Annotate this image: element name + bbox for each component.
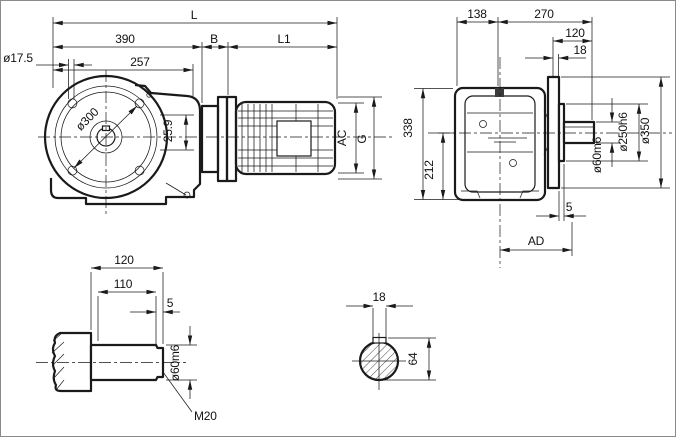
dim-thread-M20: M20 bbox=[194, 409, 217, 423]
housing-plug bbox=[479, 120, 487, 128]
dim-key-height-64: 64 bbox=[406, 352, 420, 365]
dim-25-9: 25.9 bbox=[161, 119, 175, 142]
dim-shaft-dia-side: ø60m6 bbox=[590, 136, 604, 173]
dim-390: 390 bbox=[115, 32, 135, 46]
shaft-detail-view: 120 110 5 ø60m6 M20 bbox=[36, 253, 217, 423]
bolt-hole bbox=[134, 165, 145, 176]
hub-body bbox=[51, 331, 93, 393]
dim-120-detail: 120 bbox=[114, 253, 134, 267]
dim-flange-dia: ø300 bbox=[73, 104, 102, 133]
dim-110: 110 bbox=[114, 277, 133, 291]
dim-spigot-dia: ø250h6 bbox=[616, 112, 630, 152]
dim-5-detail: 5 bbox=[167, 296, 174, 310]
dim-212: 212 bbox=[422, 160, 436, 180]
dim-257: 257 bbox=[130, 55, 150, 69]
dim-L: L bbox=[191, 8, 198, 22]
dim-18-side: 18 bbox=[574, 43, 587, 57]
thread-leader-line bbox=[162, 371, 193, 413]
dim-138: 138 bbox=[467, 7, 487, 21]
shaft-section-view: 18 64 bbox=[346, 290, 436, 390]
drain-plug bbox=[183, 191, 191, 199]
dim-120-side: 120 bbox=[565, 26, 585, 40]
dim-L1: L1 bbox=[278, 32, 291, 46]
dim-flange-dia-side: ø350 bbox=[638, 117, 652, 144]
break-hatching bbox=[51, 332, 65, 391]
front-view: L 390 B L1 257 ø17.5 ø300 25.9 AC G bbox=[3, 8, 392, 215]
housing-feet bbox=[461, 190, 539, 199]
dim-270: 270 bbox=[534, 7, 554, 21]
housing-rib-line bbox=[165, 182, 187, 196]
adapter-neck bbox=[200, 104, 220, 174]
dim-5-side: 5 bbox=[566, 200, 573, 214]
bolt-hole bbox=[67, 165, 78, 176]
motor-outline bbox=[234, 100, 337, 176]
key-section bbox=[372, 336, 387, 344]
housing-top-rib bbox=[495, 88, 504, 97]
bolt-hole bbox=[67, 98, 78, 109]
dim-G: G bbox=[355, 134, 369, 143]
dim-AC: AC bbox=[335, 129, 349, 146]
motor-terminal-box bbox=[276, 120, 312, 157]
motor-body bbox=[234, 100, 337, 176]
dim-AD: AD bbox=[528, 234, 545, 248]
dim-338: 338 bbox=[401, 118, 415, 138]
dim-bolt-hole-dia: ø17.5 bbox=[3, 51, 33, 65]
dim-key-width-18: 18 bbox=[373, 290, 386, 304]
output-flange bbox=[546, 75, 561, 190]
dim-B: B bbox=[210, 32, 218, 46]
gearbox-housing-outline bbox=[49, 83, 202, 206]
housing-plug bbox=[509, 159, 517, 167]
dim-shaft-dia-detail: ø60m6 bbox=[168, 344, 182, 381]
bolt-hole bbox=[134, 98, 145, 109]
adapter-flange-2 bbox=[225, 95, 238, 183]
adapter-flange-1 bbox=[216, 95, 229, 183]
side-view: 138 270 120 18 338 212 ø60m6 ø250h6 ø350… bbox=[401, 7, 672, 268]
